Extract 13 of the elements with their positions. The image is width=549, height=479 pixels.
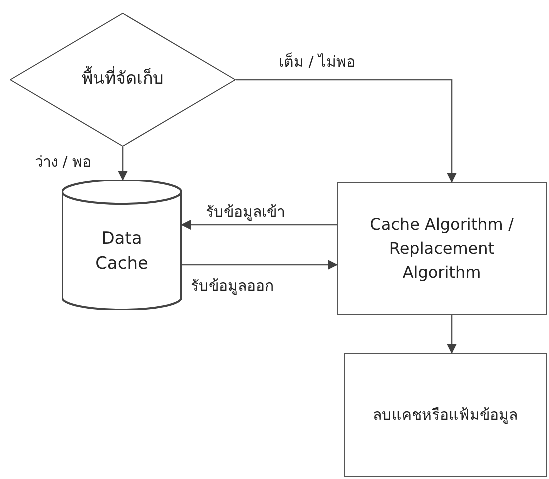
arrow	[181, 220, 337, 230]
process-box	[344, 353, 547, 477]
arrow	[447, 315, 457, 354]
arrow	[118, 147, 128, 181]
node-label: Data Cache	[94, 228, 150, 276]
node-label: Cache Algorithm / Replacement Algorithm	[369, 214, 515, 284]
node-label: ลบแคชหรือแฟ้มข้อมูล	[373, 404, 518, 426]
process-box	[337, 182, 547, 315]
arrow	[182, 260, 338, 270]
arrow	[236, 79, 457, 183]
decision-diamond	[10, 13, 236, 147]
database-cylinder	[62, 180, 182, 310]
node-label: พื้นที่จัดเก็บ	[82, 67, 164, 93]
